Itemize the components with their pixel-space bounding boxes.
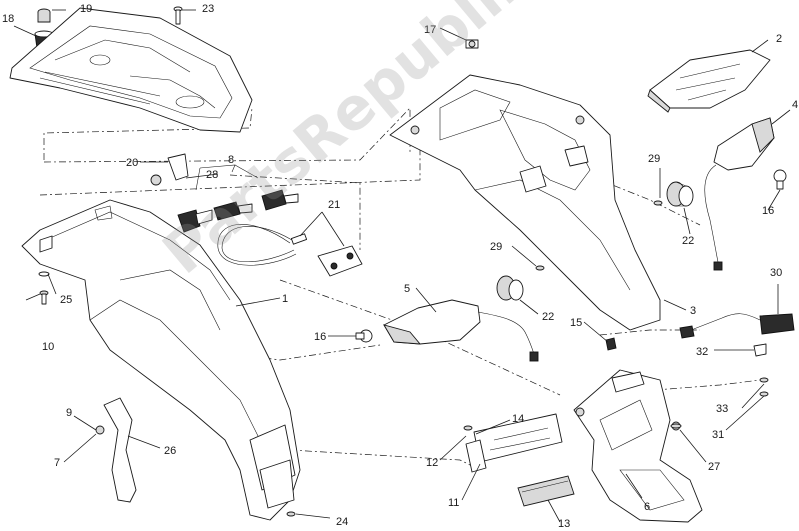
turn-indicator-right — [704, 117, 775, 271]
screw-23 — [173, 6, 183, 25]
callout-24: 24 — [336, 516, 348, 528]
callout-13: 13 — [558, 518, 570, 530]
bulb-16-left — [355, 329, 373, 343]
callout-29-right: 29 — [648, 153, 660, 165]
callout-23: 23 — [202, 3, 214, 15]
reflector — [517, 475, 575, 507]
lock-keys — [177, 164, 299, 233]
callout-27: 27 — [708, 461, 720, 473]
callout-1: 1 — [282, 293, 288, 305]
callout-21: 21 — [328, 199, 340, 211]
fastener-15 — [605, 337, 617, 351]
callout-28: 28 — [206, 169, 218, 181]
callout-14: 14 — [512, 413, 524, 425]
callout-32: 32 — [696, 346, 708, 358]
callout-17: 17 — [424, 24, 436, 36]
bracket-20 — [150, 153, 189, 186]
license-plate-holder — [573, 369, 703, 523]
bracket-26 — [95, 397, 137, 503]
callout-12: 12 — [426, 457, 438, 469]
rear-fender — [389, 74, 661, 331]
callout-26: 26 — [164, 445, 176, 457]
callout-9: 9 — [66, 407, 72, 419]
reflector-bracket — [463, 413, 563, 473]
callout-6: 6 — [644, 501, 650, 513]
callout-2: 2 — [776, 33, 782, 45]
rear-rack — [9, 7, 253, 133]
callout-labels: 1 2 3 4 5 6 7 8 9 10 11 12 13 14 15 16 1… — [2, 3, 798, 530]
bulb-16-right — [773, 169, 787, 190]
screw-24 — [286, 511, 296, 517]
screw-29-right — [653, 200, 663, 206]
callout-10: 10 — [42, 341, 54, 353]
callout-16-left: 16 — [314, 331, 326, 343]
callout-22-left: 22 — [542, 311, 554, 323]
callout-4: 4 — [792, 99, 798, 111]
callout-8: 8 — [228, 154, 234, 166]
callout-25: 25 — [60, 294, 72, 306]
callout-22-right: 22 — [682, 235, 694, 247]
screw-17 — [465, 39, 479, 49]
turn-indicator-left — [383, 299, 539, 362]
callout-19: 19 — [80, 3, 92, 15]
screw-27 — [670, 423, 682, 429]
leader-lines — [13, 9, 791, 523]
callout-15: 15 — [570, 317, 582, 329]
callout-30: 30 — [770, 267, 782, 279]
callout-5: 5 — [404, 283, 410, 295]
seat-cable — [217, 224, 363, 277]
tail-light — [647, 49, 771, 113]
callout-3: 3 — [690, 305, 696, 317]
grommet-22-left — [496, 275, 524, 301]
callout-16-right: 16 — [762, 205, 774, 217]
plate-light-wiring — [679, 313, 795, 357]
callout-11: 11 — [448, 497, 459, 509]
screw-29-left — [535, 265, 545, 271]
callout-7: 7 — [54, 457, 60, 469]
undertray — [21, 199, 301, 521]
grommet-22-right — [666, 181, 694, 207]
callout-20: 20 — [126, 157, 138, 169]
callout-31: 31 — [712, 429, 724, 441]
screw-10 — [38, 271, 50, 305]
callout-18: 18 — [2, 13, 14, 25]
screw-33 — [759, 377, 769, 397]
callout-33: 33 — [716, 403, 728, 415]
callout-29-left: 29 — [490, 241, 502, 253]
